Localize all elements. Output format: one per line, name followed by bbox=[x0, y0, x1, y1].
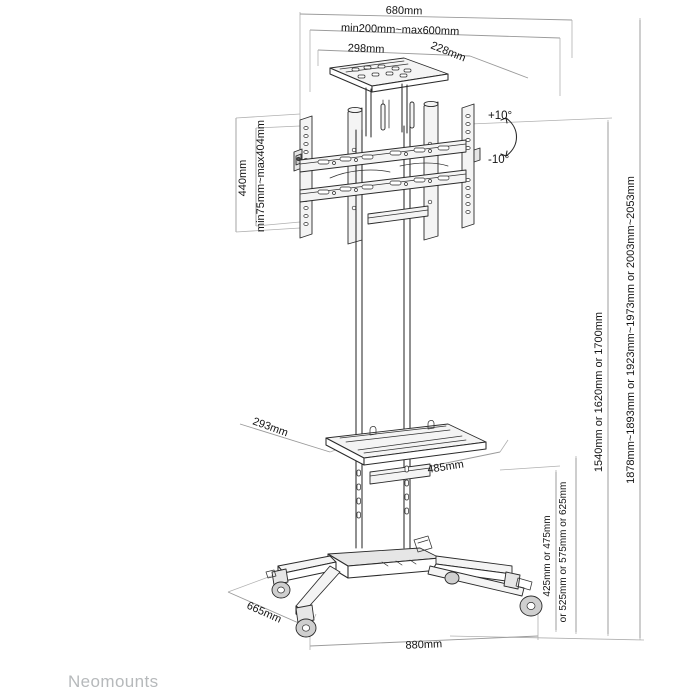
label-base-depth: 665mm bbox=[245, 600, 283, 626]
tv-bracket-rails bbox=[299, 139, 467, 225]
dimension-labels: 680mm min200mm~max600mm 298mm 228mm 440m… bbox=[237, 5, 637, 652]
label-bracket-range: min200mm~max600mm bbox=[341, 22, 460, 38]
label-tilt-up: +10° bbox=[488, 110, 512, 122]
label-camera-shelf-depth: 228mm bbox=[429, 40, 468, 65]
caster-wheel bbox=[265, 568, 291, 599]
label-base-width: 880mm bbox=[405, 638, 442, 652]
tilt-indicator bbox=[500, 117, 518, 157]
tv-bracket-left-post bbox=[293, 115, 313, 239]
caster-wheel bbox=[295, 604, 317, 638]
camera-shelf bbox=[329, 57, 449, 138]
label-bracket-height-range: min75mm~max404mm bbox=[255, 120, 267, 232]
upright-columns bbox=[347, 100, 439, 245]
label-shelf-height-options-1: 425mm or 475mm bbox=[542, 515, 553, 596]
label-bracket-height: 440mm bbox=[237, 160, 249, 197]
label-top-overall-width: 680mm bbox=[386, 5, 423, 18]
dimension-lines bbox=[227, 12, 645, 650]
label-screen-height-options: 1540mm or 1620mm or 1700mm bbox=[593, 312, 605, 472]
label-av-shelf-depth: 293mm bbox=[251, 416, 290, 440]
tv-bracket-right-post bbox=[461, 103, 481, 229]
label-shelf-height-options-2: or 525mm or 575mm or 625mm bbox=[558, 482, 569, 623]
brand-wordmark: Neomounts bbox=[68, 672, 159, 691]
label-av-shelf-width: 485mm bbox=[427, 458, 465, 476]
caster-wheel bbox=[444, 571, 460, 585]
label-tilt-down: -10° bbox=[488, 154, 509, 166]
label-total-height-options: 1878mm~1893mm or 1923mm~1973mm or 2003mm… bbox=[625, 176, 637, 484]
base-legs bbox=[265, 535, 543, 638]
caster-wheel bbox=[503, 571, 543, 617]
av-shelf bbox=[325, 420, 487, 519]
label-camera-shelf-width: 298mm bbox=[348, 42, 385, 55]
